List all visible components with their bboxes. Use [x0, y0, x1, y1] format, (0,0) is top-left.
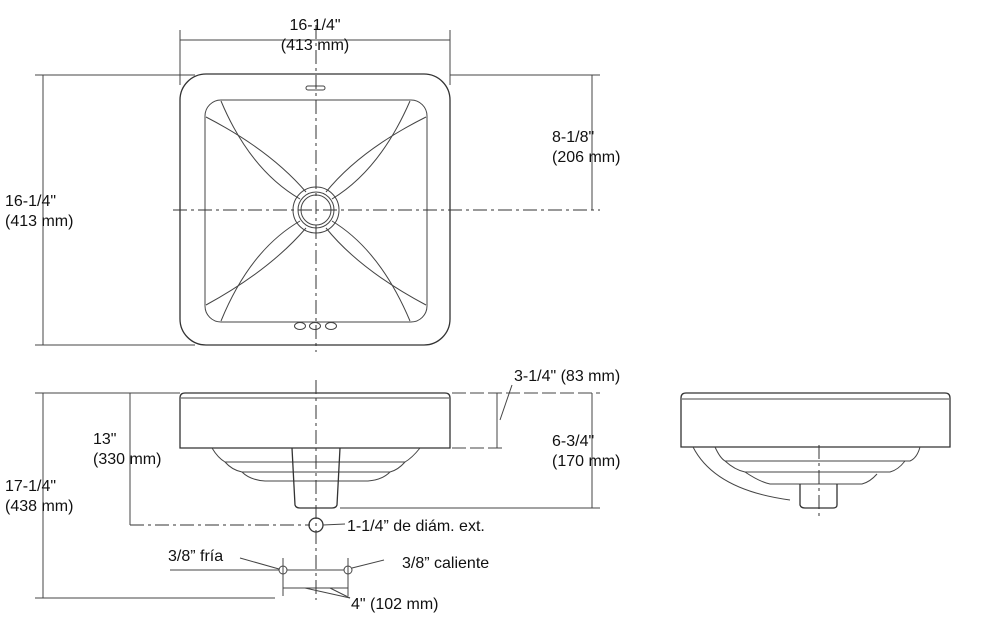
drain-offset-in-label: 8-1/8"	[552, 129, 594, 146]
supply-lines	[170, 557, 385, 599]
rim-height-label: 3-1/4" (83 mm)	[514, 368, 620, 385]
faucet-holes	[294, 322, 337, 330]
bowl-tier-1	[211, 447, 421, 463]
width-in-label: 16-1/4"	[289, 17, 340, 34]
hot-supply-label: 3/8” caliente	[402, 555, 489, 572]
depth-dimension	[35, 74, 195, 346]
width-dimension	[179, 30, 451, 85]
depth-mm-label: (170 mm)	[552, 453, 620, 470]
overall-height-mm-label: (438 mm)	[5, 498, 73, 515]
depth-in-label: 16-1/4"	[5, 193, 56, 210]
top-view: 16-1/4" (413 mm) 16-1/4" (413 mm) 8-1/8"…	[5, 17, 620, 352]
width-mm-label: (413 mm)	[281, 37, 349, 54]
depth-in-label: 6-3/4"	[552, 433, 594, 450]
rim-depth-dimensions	[340, 384, 600, 509]
drain-diameter-label: 1-1/4” de diám. ext.	[347, 518, 485, 535]
drain-height-mm-label: (330 mm)	[93, 451, 161, 468]
drain-offset-dimension	[450, 74, 600, 210]
height-dimensions	[35, 392, 275, 599]
basin-contour-lines	[205, 100, 427, 322]
drain-offset-mm-label: (206 mm)	[552, 149, 620, 166]
drain-height-in-label: 13"	[93, 431, 116, 448]
supply-spacing-label: 4" (102 mm)	[351, 596, 438, 613]
cold-supply-label: 3/8” fría	[168, 548, 223, 565]
side-view	[680, 392, 951, 520]
front-rim	[179, 392, 451, 449]
bowl-tier-2	[224, 461, 406, 473]
front-view: 1-1/4” de diám. ext. 13" (330 mm) 17-1/4…	[5, 368, 620, 613]
overall-height-in-label: 17-1/4"	[5, 478, 56, 495]
depth-mm-label: (413 mm)	[5, 213, 73, 230]
